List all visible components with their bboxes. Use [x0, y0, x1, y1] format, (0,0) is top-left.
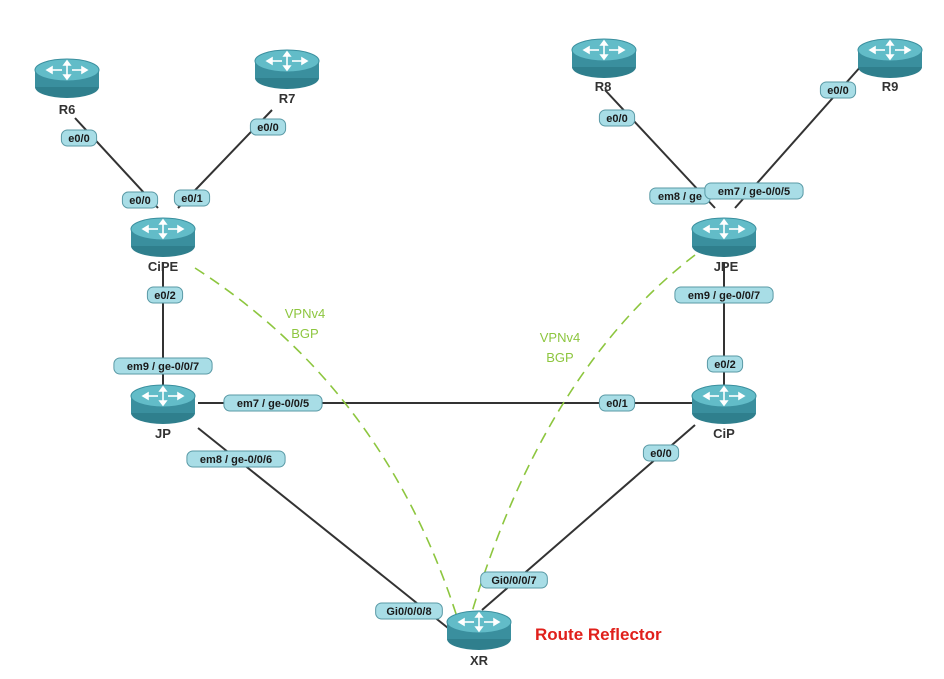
- interface-text: e0/1: [606, 398, 627, 410]
- bgp-left-line1: VPNv4: [285, 306, 325, 321]
- router-r9[interactable]: R9: [857, 38, 923, 94]
- router-cipe[interactable]: CiPE: [130, 217, 196, 274]
- interface-badge: [480, 571, 548, 589]
- router-r8-label: R8: [595, 79, 612, 94]
- bgp-sessions: [194, 254, 696, 621]
- router-r8[interactable]: R8: [571, 38, 637, 94]
- interface-text: e0/0: [257, 122, 278, 134]
- router-cipe-label: CiPE: [148, 259, 179, 274]
- interface-text: Gi0/0/0/8: [386, 606, 431, 618]
- router-icon: [130, 217, 196, 258]
- interface-badge: [598, 109, 636, 127]
- interface-label-jp-em7: em7 / ge-0/0/5: [223, 394, 323, 412]
- router-r7-label: R7: [279, 91, 296, 106]
- router-xr-label: XR: [470, 653, 489, 668]
- router-r7[interactable]: R7: [254, 49, 320, 106]
- interface-label-r8-e00: e0/0: [598, 109, 636, 127]
- bgp-right-line2: BGP: [546, 350, 573, 365]
- interface-text: em8 / ge: [658, 191, 702, 203]
- router-icon: [857, 38, 923, 79]
- router-icon: [691, 217, 757, 258]
- interface-badge: [674, 286, 774, 304]
- interface-text: em7 / ge-0/0/5: [237, 398, 309, 410]
- route-reflector-label: Route Reflector: [535, 625, 662, 644]
- interface-label-cip-e00: e0/0: [642, 444, 680, 462]
- router-jp[interactable]: JP: [130, 384, 196, 441]
- physical-links: [74, 64, 863, 629]
- interface-text: e0/0: [606, 113, 627, 125]
- interface-label-cipe-e02: e0/2: [146, 286, 184, 304]
- router-jpe-label: JPE: [714, 259, 739, 274]
- interface-text: e0/0: [68, 133, 89, 145]
- interface-text: Gi0/0/0/7: [491, 575, 536, 587]
- interface-label-cip-e02: e0/2: [706, 355, 744, 373]
- router-icon: [254, 49, 320, 90]
- interface-badge: [598, 394, 636, 412]
- interface-label-jpe-em9: em9 / ge-0/0/7: [674, 286, 774, 304]
- interface-label-xr-gi7: Gi0/0/0/7: [480, 571, 548, 589]
- interface-badge: [113, 357, 213, 375]
- interface-label-xr-gi8: Gi0/0/0/8: [375, 602, 443, 620]
- interface-label-cip-e01: e0/1: [598, 394, 636, 412]
- router-r6-label: R6: [59, 102, 76, 117]
- interface-label-r7-e00: e0/0: [249, 118, 287, 136]
- router-icon: [571, 38, 637, 79]
- interface-text: e0/2: [714, 359, 735, 371]
- interface-badge: [642, 444, 680, 462]
- router-jp-label: JP: [155, 426, 171, 441]
- bgp-left-line2: BGP: [291, 326, 318, 341]
- interface-badge: [704, 182, 804, 200]
- router-cip-label: CiP: [713, 426, 735, 441]
- interface-text: em7 / ge-0/0/5: [718, 186, 790, 198]
- interface-label-jpe-em8: em8 / ge: [649, 187, 711, 205]
- bgp-right-line1: VPNv4: [540, 330, 580, 345]
- interface-labels: e0/0 e0/0 e0/0 e0/1 e0/2 em9 / ge-0/0/7 em7 / …: [60, 81, 857, 620]
- interface-label-jp-em9: em9 / ge-0/0/7: [113, 357, 213, 375]
- bgp-session-cipe-xr: [194, 267, 459, 621]
- router-cip[interactable]: CiP: [691, 384, 757, 441]
- interface-text: e0/0: [827, 85, 848, 97]
- router-icon: [130, 384, 196, 425]
- interface-label-cipe-e00: e0/0: [121, 191, 159, 209]
- router-icon: [446, 610, 512, 651]
- interface-label-r6-e00: e0/0: [60, 129, 98, 147]
- interface-text: e0/1: [181, 193, 202, 205]
- interface-label-cipe-e01: e0/1: [173, 189, 211, 207]
- router-icon: [691, 384, 757, 425]
- router-xr[interactable]: XR: [446, 610, 512, 668]
- interface-badge: [706, 355, 744, 373]
- bgp-session-left-label: VPNv4 BGP: [285, 306, 325, 341]
- interface-text: em9 / ge-0/0/7: [127, 361, 199, 373]
- router-jpe[interactable]: JPE: [691, 217, 757, 274]
- interface-text: em9 / ge-0/0/7: [688, 290, 760, 302]
- interface-label-jpe-em7: em7 / ge-0/0/5: [704, 182, 804, 200]
- bgp-session-jpe-xr: [471, 254, 696, 613]
- interface-badge: [173, 189, 211, 207]
- interface-label-jp-em8: em8 / ge-0/0/6: [186, 450, 286, 468]
- interface-badge: [146, 286, 184, 304]
- interface-badge: [186, 450, 286, 468]
- interface-badge: [60, 129, 98, 147]
- interface-text: e0/0: [129, 195, 150, 207]
- router-icon: [34, 58, 100, 99]
- router-r6[interactable]: R6: [34, 58, 100, 117]
- router-r9-label: R9: [882, 79, 899, 94]
- interface-text: e0/2: [154, 290, 175, 302]
- interface-badge: [375, 602, 443, 620]
- interface-text: em8 / ge-0/0/6: [200, 454, 272, 466]
- interface-text: e0/0: [650, 448, 671, 460]
- interface-label-r9-e00: e0/0: [819, 81, 857, 99]
- bgp-session-right-label: VPNv4 BGP: [540, 330, 580, 365]
- interface-badge: [121, 191, 159, 209]
- interface-badge: [249, 118, 287, 136]
- interface-badge: [223, 394, 323, 412]
- interface-badge: [819, 81, 857, 99]
